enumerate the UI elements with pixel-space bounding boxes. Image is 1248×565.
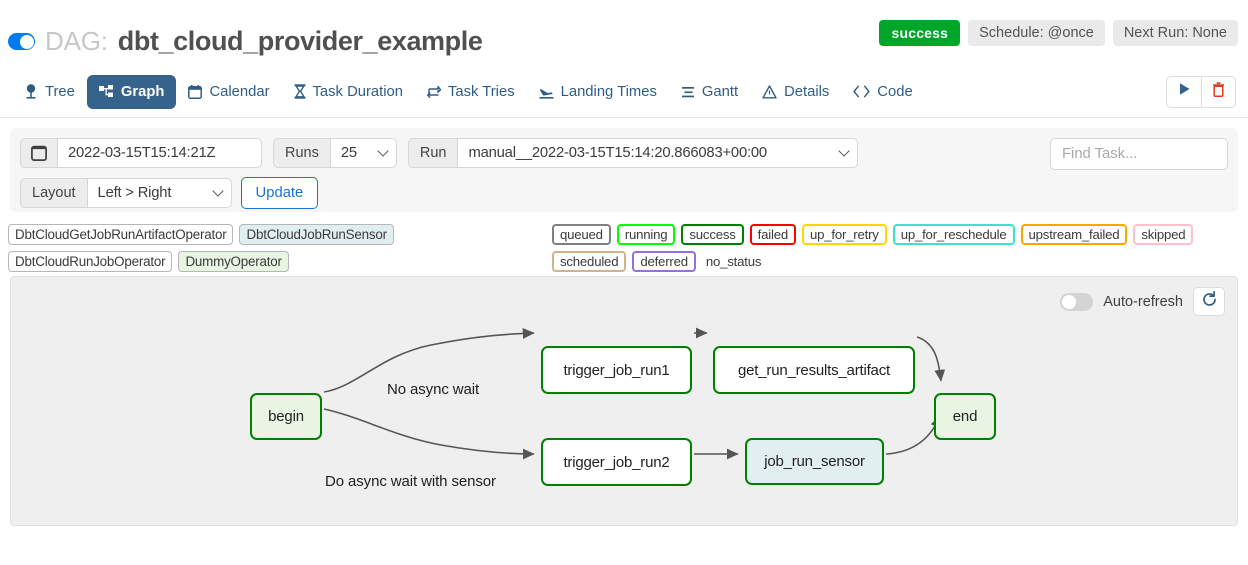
next-run-badge: Next Run: None	[1112, 20, 1238, 46]
hourglass-icon	[294, 84, 306, 99]
runs-label: Runs	[273, 138, 331, 168]
layout-label: Layout	[20, 178, 88, 208]
landing-icon	[539, 85, 554, 99]
tab-tree-label: Tree	[45, 83, 75, 100]
dag-title-row: DAG: dbt_cloud_provider_example	[8, 26, 483, 57]
execution-date-input[interactable]: 2022-03-15T15:14:21Z	[58, 138, 262, 168]
legend-state-chip: queued	[552, 224, 611, 245]
auto-refresh-toggle[interactable]	[1060, 292, 1094, 311]
graph-node-get_run_results_artifact[interactable]: get_run_results_artifact	[713, 346, 915, 394]
refresh-button[interactable]	[1193, 287, 1225, 316]
calendar-icon	[188, 84, 203, 99]
tab-task-duration[interactable]: Task Duration	[282, 75, 415, 109]
play-icon	[1178, 82, 1191, 101]
graph-edge-label: No async wait	[387, 381, 480, 398]
tab-calendar[interactable]: Calendar	[176, 75, 281, 109]
execution-date-group: 2022-03-15T15:14:21Z	[20, 138, 262, 168]
calendar-icon[interactable]	[20, 138, 58, 168]
legend-operator-chip: DbtCloudGetJobRunArtifactOperator	[8, 224, 234, 245]
legend-state-chip: running	[616, 224, 676, 245]
legend-operator-chip: DummyOperator	[178, 251, 289, 272]
dag-label: DAG:	[45, 26, 108, 56]
tab-landing-times[interactable]: Landing Times	[527, 75, 669, 109]
legend-state-chip: upstream_failed	[1020, 224, 1128, 245]
legend-state-chip: scheduled	[552, 251, 627, 272]
gantt-icon	[681, 85, 695, 99]
legend-state-chip: deferred	[632, 251, 696, 272]
auto-refresh-label: Auto-refresh	[1103, 293, 1183, 310]
layout-group: Layout Left > Right	[20, 178, 232, 208]
legend-no-status-label: no_status	[705, 254, 762, 269]
header-status-group: success Schedule: @once Next Run: None	[879, 20, 1238, 46]
controls-row-top: 2022-03-15T15:14:21Z Runs 25 Run manual_…	[20, 138, 1228, 168]
dag-paused-toggle[interactable]	[8, 33, 35, 50]
page-header: DAG: dbt_cloud_provider_example success …	[0, 0, 1248, 66]
tab-task-tries-label: Task Tries	[448, 83, 515, 100]
trigger-dag-button[interactable]	[1167, 77, 1201, 107]
page-title: dbt_cloud_provider_example	[117, 26, 483, 56]
graph-node-job_run_sensor[interactable]: job_run_sensor	[745, 438, 884, 485]
tab-task-duration-label: Task Duration	[312, 83, 403, 100]
run-label: Run	[407, 138, 459, 168]
trash-icon	[1212, 81, 1225, 102]
dag-controls-bar: 2022-03-15T15:14:21Z Runs 25 Run manual_…	[10, 128, 1238, 212]
retry-icon	[427, 85, 441, 99]
tree-icon	[24, 84, 38, 99]
graph-edges	[323, 327, 946, 460]
tab-details[interactable]: Details	[750, 75, 841, 109]
layout-select[interactable]: Left > Right	[87, 178, 232, 208]
tab-landing-times-label: Landing Times	[560, 83, 657, 100]
dag-action-buttons	[1166, 75, 1236, 108]
graph-node-begin[interactable]: begin	[250, 393, 322, 440]
tab-code[interactable]: Code	[841, 75, 924, 109]
controls-row-bottom: Layout Left > Right Update	[20, 177, 1228, 209]
tab-details-label: Details	[784, 83, 830, 100]
status-badge: success	[879, 20, 961, 46]
graph-edge-label: Do async wait with sensor	[325, 473, 496, 490]
tab-gantt-label: Gantt	[701, 83, 739, 100]
update-button[interactable]: Update	[240, 177, 319, 209]
delete-dag-button[interactable]	[1201, 76, 1235, 107]
tab-calendar-label: Calendar	[209, 83, 270, 100]
view-tabbar: Tree Graph Calendar Task Duration Task T…	[0, 66, 1248, 118]
legend-state-chip: failed	[749, 224, 796, 245]
graph-node-trigger_job_run1[interactable]: trigger_job_run1	[541, 346, 692, 394]
run-select[interactable]: manual__2022-03-15T15:14:20.866083+00:00	[458, 138, 859, 168]
refresh-icon	[1201, 290, 1218, 313]
graph-node-trigger_job_run2[interactable]: trigger_job_run2	[541, 438, 692, 486]
legend-state-chip: skipped	[1133, 224, 1194, 245]
warning-icon	[762, 84, 777, 99]
tab-tree[interactable]: Tree	[12, 75, 87, 109]
graph-icon	[98, 84, 114, 99]
schedule-badge[interactable]: Schedule: @once	[968, 20, 1105, 46]
tab-task-tries[interactable]: Task Tries	[415, 75, 527, 109]
runs-select[interactable]: 25	[330, 138, 397, 168]
auto-refresh-group: Auto-refresh	[1060, 287, 1225, 316]
tab-graph[interactable]: Graph	[86, 74, 177, 109]
tab-gantt[interactable]: Gantt	[669, 75, 750, 109]
tab-graph-label: Graph	[120, 83, 165, 100]
legend-state-chip: up_for_reschedule	[892, 224, 1015, 245]
code-icon	[853, 85, 870, 98]
run-group: Run manual__2022-03-15T15:14:20.866083+0…	[407, 138, 859, 168]
legend-state-chip: success	[681, 224, 744, 245]
tab-code-label: Code	[877, 83, 913, 100]
find-task-input[interactable]: Find Task...	[1050, 138, 1228, 170]
graph-node-end[interactable]: end	[934, 393, 996, 440]
legend-operator-chip: DbtCloudJobRunSensor	[239, 224, 394, 245]
legend-state-chip: up_for_retry	[801, 224, 887, 245]
runs-group: Runs 25	[273, 138, 397, 168]
legend-operator-chip: DbtCloudRunJobOperator	[8, 251, 173, 272]
